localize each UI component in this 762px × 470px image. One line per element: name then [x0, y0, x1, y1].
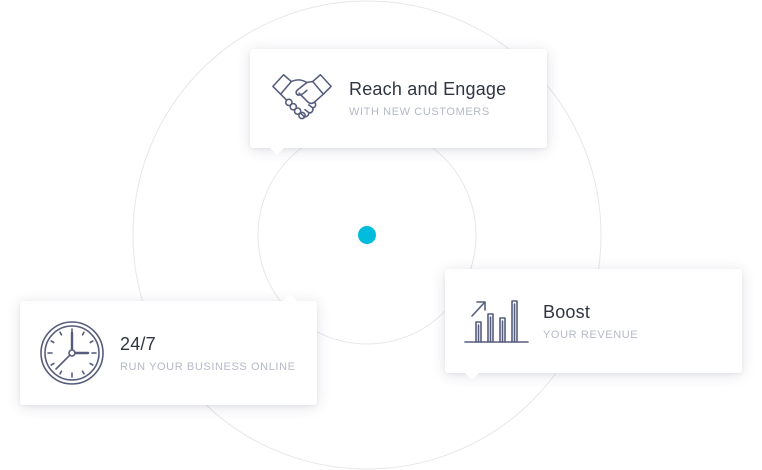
card-subtitle: YOUR REVENUE [543, 328, 639, 341]
growth-chart-icon [464, 296, 530, 346]
card-title: 24/7 [120, 333, 156, 354]
card-subtitle: WITH NEW CUSTOMERS [349, 106, 490, 118]
feature-card-reach: Reach and Engage WITH NEW CUSTOMERS [250, 49, 547, 155]
feature-card-boost: Boost YOUR REVENUE [445, 269, 742, 380]
feature-card-24-7: 24/7 RUN YOUR BUSINESS ONLINE [20, 294, 317, 405]
center-dot [358, 226, 376, 244]
card-title: Boost [543, 301, 591, 322]
card-subtitle: RUN YOUR BUSINESS ONLINE [120, 360, 296, 373]
clock-icon [39, 320, 105, 386]
card-title: Reach and Engage [349, 79, 507, 99]
handshake-icon [270, 68, 334, 130]
outer-ring [132, 0, 602, 470]
